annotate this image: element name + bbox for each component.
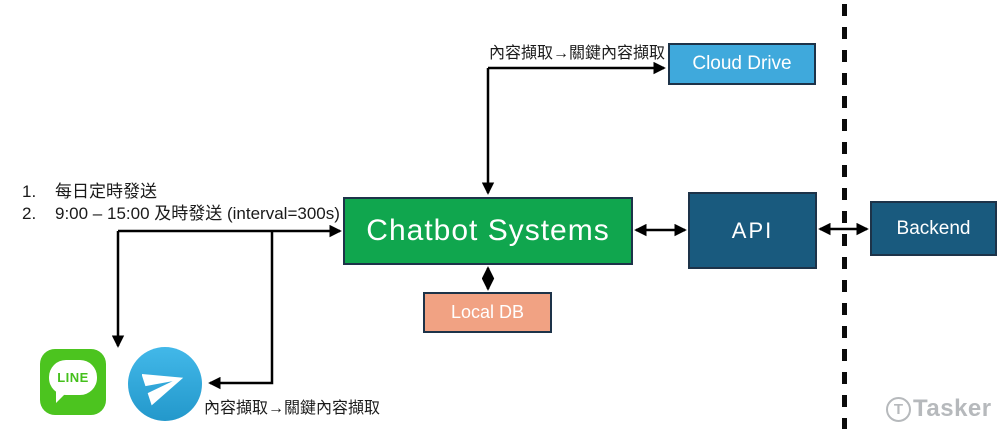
node-localdb-label: Local DB [450,302,525,322]
schedule-item: 2. 9:00 – 15:00 及時發送 (interval=300s) [22,203,340,225]
boundary-dashed-line [842,4,847,429]
line-speech-bubble-icon: LINE [49,360,97,395]
telegram-app-icon [128,347,202,421]
node-backend-label: Backend [896,217,971,239]
schedule-annotation: 1. 每日定時發送 2. 9:00 – 15:00 及時發送 (interval… [22,181,340,225]
tasker-watermark: T Tasker [886,395,992,423]
schedule-item-text: 9:00 – 15:00 及時發送 (interval=300s) [55,204,340,223]
node-chatbot-label: Chatbot Systems [366,214,610,247]
node-api: API [688,192,817,269]
paper-plane-icon [142,373,184,406]
top-flow-label: 內容擷取→關鍵內容擷取 [489,45,666,62]
schedule-item-number: 2. [22,204,37,223]
line-bubble-tail [56,391,68,403]
bottom-flow-label: 內容擷取→關鍵內容擷取 [204,400,381,417]
node-cloud-label: Cloud Drive [692,53,792,74]
schedule-item: 1. 每日定時發送 [22,181,340,203]
schedule-item-number: 1. [22,182,37,201]
node-backend: Backend [870,201,997,256]
tasker-logo-icon: T [886,396,911,422]
arrow-elbow-to-telegram [208,231,274,390]
node-chatbot-systems: Chatbot Systems [343,197,633,265]
line-app-icon: LINE [40,349,106,415]
tasker-brand-text: Tasker [913,395,992,422]
tasker-logo-letter: T [893,400,904,418]
line-icon-label: LINE [57,370,89,385]
node-api-label: API [731,217,774,243]
node-local-db: Local DB [423,292,552,333]
schedule-item-text: 每日定時發送 [55,182,157,201]
node-cloud-drive: Cloud Drive [668,43,816,85]
